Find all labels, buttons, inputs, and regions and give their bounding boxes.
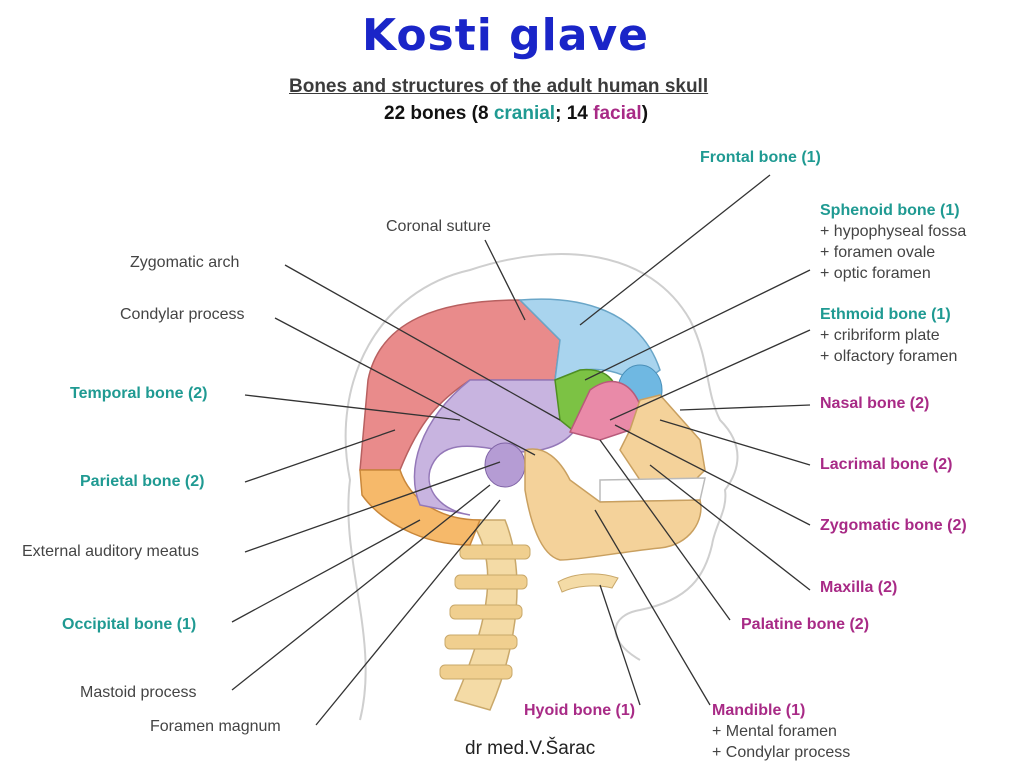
author-footer: dr med.V.Šarac xyxy=(465,738,596,759)
label-hyoid-bone: Hyoid bone (1) xyxy=(524,702,636,719)
label-nasal-bone: Nasal bone (2) xyxy=(820,395,930,412)
label-external-auditory-meatus: External auditory meatus xyxy=(22,543,199,560)
label-occipital-bone: Occipital bone (1) xyxy=(62,616,197,633)
teeth xyxy=(599,477,706,503)
sphenoid-item: + optic foramen xyxy=(820,265,931,282)
ethmoid-item: + olfactory foramen xyxy=(820,348,958,365)
label-temporal-bone: Temporal bone (2) xyxy=(70,385,208,402)
mandible-item: + Condylar process xyxy=(712,744,851,761)
ethmoid-item: + cribriform plate xyxy=(820,327,940,344)
label-group-mandible: Mandible (1) + Mental foramen + Condylar… xyxy=(712,700,850,763)
label-condylar-process: Condylar process xyxy=(120,306,245,323)
label-frontal-bone: Frontal bone (1) xyxy=(700,149,821,166)
mandible-item: + Mental foramen xyxy=(712,723,837,740)
label-sphenoid-bone: Sphenoid bone (1) xyxy=(820,202,960,219)
label-zygomatic-bone: Zygomatic bone (2) xyxy=(820,517,967,534)
cervical-vertebrae xyxy=(439,519,531,711)
head-outline xyxy=(344,253,739,721)
bone-count-suffix: ) xyxy=(641,103,649,124)
label-maxilla: Maxilla (2) xyxy=(820,579,898,596)
bone-count-prefix: 22 bones (8 xyxy=(384,103,494,124)
occipital-region xyxy=(359,469,482,546)
bone-count: 22 bones (8 cranial; 14 facial) xyxy=(384,103,648,125)
label-parietal-bone: Parietal bone (2) xyxy=(80,473,205,490)
sphenoid-item: + foramen ovale xyxy=(820,244,936,261)
label-ethmoid-bone: Ethmoid bone (1) xyxy=(820,306,951,323)
label-palatine-bone: Palatine bone (2) xyxy=(741,616,870,633)
bone-count-middle: ; 14 xyxy=(555,103,594,124)
label-group-ethmoid: Ethmoid bone (1) + cribriform plate + ol… xyxy=(820,304,957,367)
bone-count-cranial: cranial xyxy=(493,103,556,124)
mandible-region xyxy=(524,448,702,561)
label-group-sphenoid: Sphenoid bone (1) + hypophyseal fossa + … xyxy=(820,200,966,284)
hyoid-shape xyxy=(557,573,619,593)
ethmoid-region xyxy=(568,380,641,441)
label-mastoid-process: Mastoid process xyxy=(80,684,197,701)
sphenoid-item: + hypophyseal fossa xyxy=(820,223,967,240)
label-coronal-suture: Coronal suture xyxy=(386,218,491,235)
label-zygomatic-arch: Zygomatic arch xyxy=(130,254,240,271)
label-lacrimal-bone: Lacrimal bone (2) xyxy=(820,456,953,473)
leader-lines xyxy=(231,174,811,726)
slide-title: Kosti glave xyxy=(362,10,649,61)
bone-count-facial: facial xyxy=(593,103,642,124)
diagram-subtitle: Bones and structures of the adult human … xyxy=(289,76,709,97)
label-mandible: Mandible (1) xyxy=(712,702,806,719)
label-foramen-magnum: Foramen magnum xyxy=(150,718,281,735)
